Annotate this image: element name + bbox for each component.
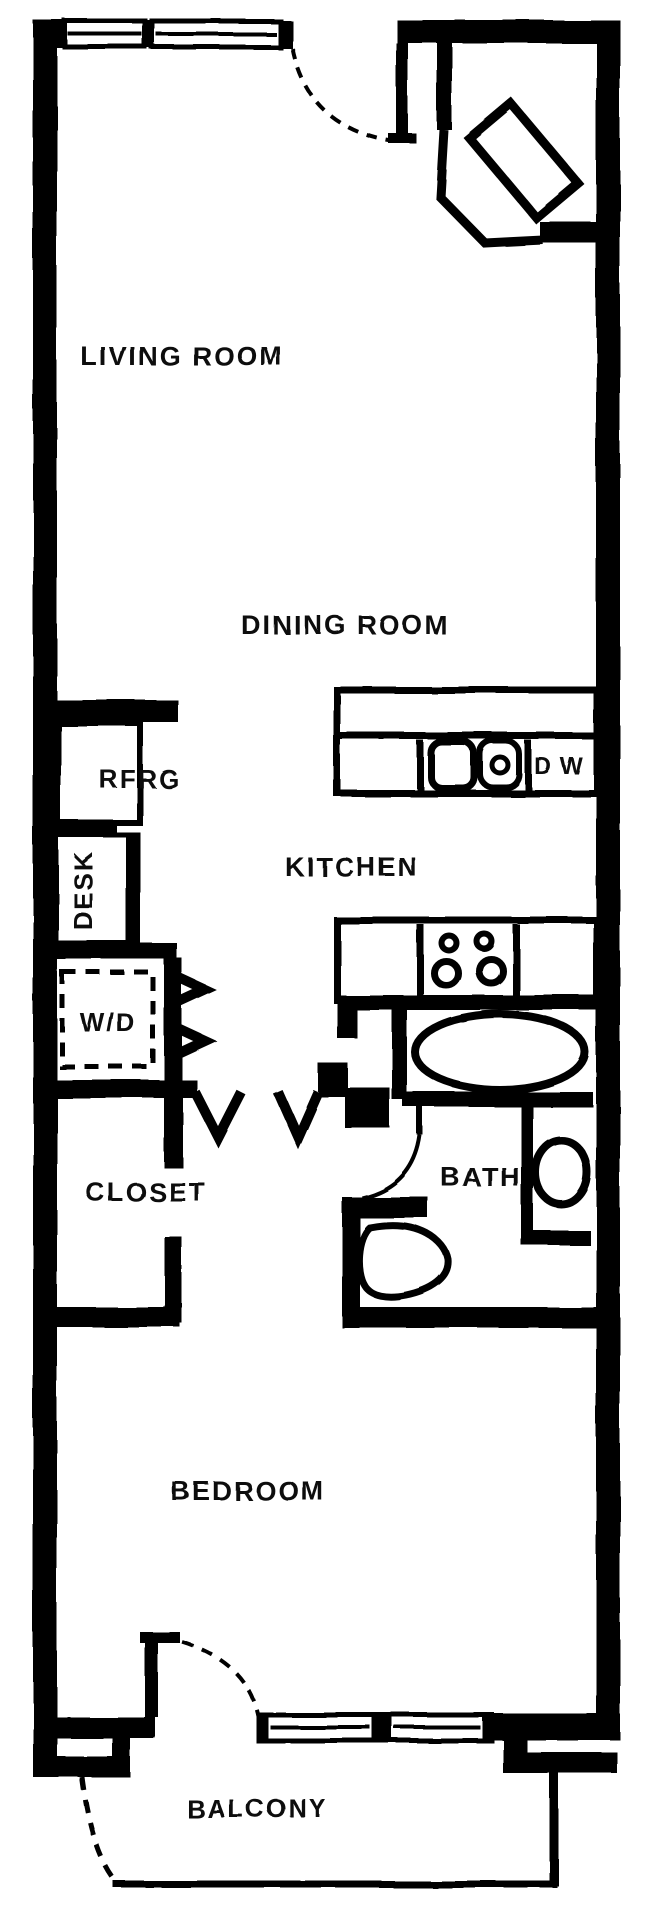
bedroom-label: BEDROOM <box>171 1476 326 1506</box>
living-room-windows <box>62 18 283 50</box>
living-room-label: LIVING ROOM <box>80 341 284 371</box>
kitchen-sink-counter <box>333 686 601 797</box>
closet-label: CLOSET <box>85 1177 207 1207</box>
desk-box <box>53 832 141 946</box>
closet-right-wall-lower <box>165 1237 182 1323</box>
bedroom-door-swing-arc <box>181 1640 260 1717</box>
desk-right-wall <box>126 835 140 945</box>
closet-bottom-wall <box>37 1307 180 1327</box>
desk-nook <box>53 823 141 946</box>
bathtub <box>411 1010 589 1094</box>
stove-burner <box>430 957 462 989</box>
entry-door <box>290 43 416 143</box>
desk-label: DESK <box>68 850 98 930</box>
balcony-left-wall <box>48 1756 130 1777</box>
kitchen-stove-counter <box>333 916 601 1004</box>
toilet-nook-wall <box>345 1197 428 1218</box>
room-labels: LIVING ROOM DINING ROOM KITCHEN CLOSET B… <box>68 341 584 1824</box>
disposal-drain <box>489 754 511 776</box>
rfrg-nook-wall <box>53 700 178 722</box>
stove-burner <box>473 930 495 952</box>
closet-right-wall-upper <box>164 1098 183 1168</box>
entry-closet-left-wall <box>437 43 452 130</box>
bedroom-door-leaf-cap <box>140 1632 180 1643</box>
bedroom-walls <box>37 1632 620 1743</box>
balcony-walls <box>48 1737 617 1888</box>
balcony-right-wall <box>523 1752 617 1773</box>
bath-door-jamb-wall <box>345 1088 390 1128</box>
top-wall-right-segment <box>397 20 620 43</box>
washer-dryer-label: W/D <box>80 1007 137 1037</box>
entry-door-leaf <box>396 43 408 138</box>
tub-left-wall <box>392 1008 407 1100</box>
washer-dryer-box <box>59 969 156 1070</box>
left-wall <box>33 20 57 1777</box>
refrigerator-box <box>55 720 143 826</box>
bathroom <box>318 995 597 1328</box>
bedroom-bottom-wall-left <box>37 1717 155 1738</box>
balcony-left-arc <box>79 1776 120 1886</box>
hall-wall-stub <box>337 1008 357 1038</box>
vanity-divider-wall <box>521 1107 533 1245</box>
washer-dryer-closet <box>48 943 217 1098</box>
dishwasher-label: D W <box>534 753 584 780</box>
bath-label: BATH <box>441 1162 522 1192</box>
entry-door-swing-arc <box>290 47 395 143</box>
entry-closet <box>435 43 596 248</box>
closet-walls <box>37 1089 323 1327</box>
bedroom-bottom-wall-right <box>490 1713 620 1740</box>
dining-room-label: DINING ROOM <box>241 610 449 640</box>
toilet <box>355 1222 452 1301</box>
bath-bottom-wall <box>342 1307 596 1328</box>
refrigerator-nook <box>53 700 178 826</box>
closet-door-swing-mark <box>190 1089 246 1148</box>
balcony-label: BALCONY <box>187 1794 330 1824</box>
right-wall <box>596 20 620 1740</box>
kitchen-sink <box>427 738 478 792</box>
bedroom-door-leaf <box>145 1637 158 1717</box>
entry-closet-door-panel <box>463 97 585 225</box>
refrigerator-label: RFRG <box>99 764 181 794</box>
wd-bottom-wall <box>48 1080 197 1098</box>
vanity-shelf <box>528 1230 590 1245</box>
bifold-door-mark <box>174 1023 217 1059</box>
counter-outline <box>333 916 601 1004</box>
bath-door-swing-arc <box>361 1134 422 1200</box>
entry-closet-bottom-wall <box>540 222 596 243</box>
entry-door-leaf-foot <box>388 133 416 143</box>
bath-top-wall <box>337 995 597 1010</box>
stove-burner <box>438 932 460 954</box>
tub-bottom-wall <box>403 1092 593 1107</box>
bathroom-sink <box>531 1136 591 1208</box>
stove-burner <box>475 955 507 987</box>
entry-closet-angled-wall <box>435 129 544 248</box>
bath-left-wall <box>342 1197 360 1328</box>
closet-door-swing-mark <box>273 1089 323 1150</box>
wd-top-wall <box>48 943 177 959</box>
kitchen-label: KITCHEN <box>285 852 419 882</box>
hall-wall-stub <box>318 1063 348 1097</box>
bifold-door-mark <box>174 972 217 1008</box>
